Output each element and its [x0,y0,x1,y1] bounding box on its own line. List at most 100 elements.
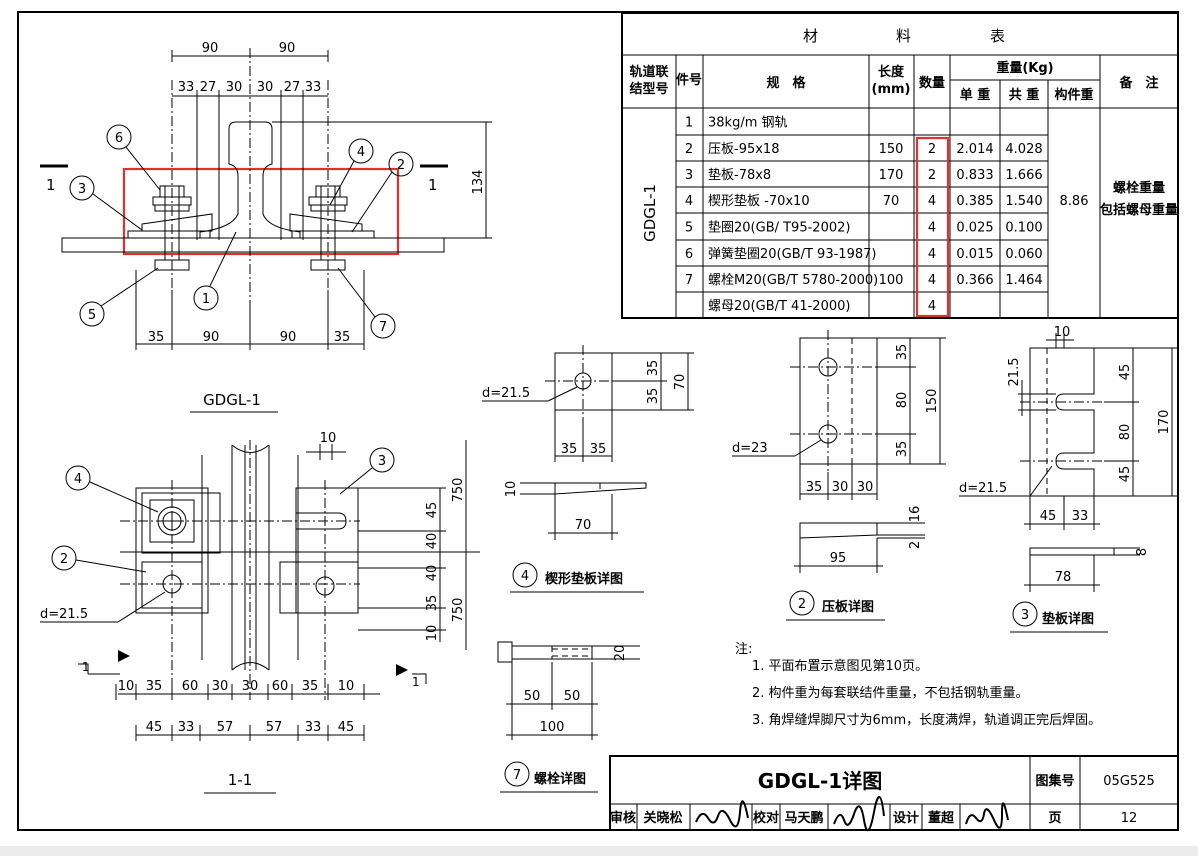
material-table: 材 料 表 轨道联结型号 件号 规 格 长度(mm) 数量 重量(Kg) 单 重… [621,12,1179,319]
highlight-fastener-zone [122,167,400,256]
page-number: 12 [1121,811,1138,826]
svg-text:35: 35 [646,360,661,377]
sec-dim-top-10: 10 [320,431,337,446]
table-cell-unit-4: 0.025 [956,221,993,236]
svg-text:21.5: 21.5 [1007,358,1022,387]
table-cell-total-5: 0.060 [1005,247,1042,262]
svg-text:7: 7 [379,320,387,335]
svg-text:16: 16 [908,506,923,523]
sec-row2-dim-2: 57 [217,720,234,735]
svg-text:3: 3 [78,182,86,197]
dim-bottom-35-r: 35 [334,330,351,345]
detail7-title: 螺栓详图 [534,771,586,787]
table-title-char-2: 料 [896,27,911,45]
sheet-frame [17,11,1179,831]
sec-row2-dim-3: 57 [266,720,283,735]
sec-dim-750-top: 750 [451,478,466,503]
table-cell-no-4: 5 [685,221,693,236]
dim-sub-30-r: 30 [257,80,274,95]
table-cell-qty-3: 4 [928,194,936,209]
svg-text:2: 2 [798,597,806,612]
sec-row1-dim-3: 30 [212,679,229,694]
section-view-label: 1-1 [228,771,253,789]
wedge-pad-right [289,213,363,232]
svg-text:10: 10 [504,481,519,498]
header-qty: 数量 [919,75,945,91]
main-view: 90 90 33 27 30 30 27 33 134 35 90 90 35 … [40,41,492,413]
svg-text:35: 35 [806,480,823,495]
dim-top-90-right: 90 [279,41,296,56]
svg-text:70: 70 [575,518,592,533]
svg-text:30: 30 [857,480,874,495]
notes-heading: 注: [735,642,752,657]
table-cell-total-6: 1.464 [1005,273,1042,288]
sec-row1-dim-7: 10 [338,679,355,694]
svg-text:8: 8 [1135,548,1150,556]
drawing-title: GDGL-1详图 [758,769,882,793]
table-cell-no-6: 7 [685,273,693,288]
table-cell-length-3: 70 [883,194,900,209]
spacer-plate-right [291,230,375,239]
svg-text:95: 95 [830,551,847,566]
sec-row2-dim-4: 33 [305,720,322,735]
svg-text:2: 2 [908,541,923,549]
svg-text:35: 35 [646,388,661,405]
table-cell-unit-6: 0.366 [956,273,993,288]
table-remarks: 螺栓重量包括螺母重量 [1100,180,1178,218]
svg-text:45: 45 [1118,466,1133,483]
table-cell-spec-2: 垫板-78x8 [708,167,771,183]
table-member-weight: 8.86 [1060,194,1089,209]
dim-height-134: 134 [471,170,486,195]
highlight-qty-column [915,136,950,318]
bottom-strip [0,846,1198,856]
svg-text:4: 4 [357,145,365,160]
table-cell-spec-0: 38kg/m 钢轨 [708,116,788,131]
sec-row1-dim-1: 35 [146,679,163,694]
detail-2: d=23 35 80 35 150 35 30 30 16 2 95 [732,330,946,621]
callout-4: 4 [329,138,374,206]
table-cell-total-3: 1.540 [1005,194,1042,209]
sec-row1-dim-6: 35 [302,679,319,694]
dim-sub-27-l: 27 [200,80,217,95]
table-cell-qty-7: 4 [928,299,936,314]
svg-text:50: 50 [564,689,581,704]
svg-text:35: 35 [561,442,578,457]
svg-text:d=21.5: d=21.5 [959,481,1007,496]
svg-text:4: 4 [74,472,82,487]
review-signature [695,800,749,828]
table-title-char-1: 材 [803,27,818,45]
title-block: GDGL-1详图 图集号 05G525 页 12 审核 关晓松 校对 马天鹏 设… [609,755,1179,832]
svg-text:45: 45 [1040,509,1057,524]
table-cell-no-5: 6 [685,247,693,262]
table-cell-no-0: 1 [685,116,693,131]
check-signature [833,796,885,832]
table-cell-no-1: 2 [685,142,693,157]
rail-section [199,121,301,239]
svg-text:150: 150 [925,389,940,414]
table-cell-total-4: 0.100 [1005,221,1042,236]
table-cell-spec-3: 楔形垫板 -70x10 [708,193,810,209]
table-cell-spec-5: 弹簧垫圈20(GB/T 93-1987) [708,246,876,262]
sec-callout-4: 4 [65,465,159,513]
note-3: 3. 角焊缝焊脚尺寸为6mm，长度满焊，轨道调正完后焊固。 [752,712,1101,728]
svg-text:170: 170 [1157,410,1172,435]
svg-text:5: 5 [88,308,96,323]
table-model: GDGL-1 [641,184,659,242]
sec-row1-dim-4: 30 [242,679,259,694]
note-1: 1. 平面布置示意图见第10页。 [752,658,928,674]
callout-5: 5 [79,267,159,327]
header-total-weight: 共 重 [1009,87,1040,103]
dim-sub-33-r: 33 [305,80,322,95]
header-member-weight: 构件重 [1054,87,1093,103]
sec-hole-label: d=21.5 [40,607,88,622]
svg-text:d=21.5: d=21.5 [482,386,530,401]
table-cell-length-6: 100 [879,273,904,288]
svg-text:33: 33 [1072,509,1089,524]
table-cell-unit-1: 2.014 [956,142,993,157]
callout-6: 6 [106,124,161,191]
svg-text:78: 78 [1055,570,1072,585]
svg-text:3: 3 [378,454,386,469]
svg-text:3: 3 [1021,608,1029,623]
